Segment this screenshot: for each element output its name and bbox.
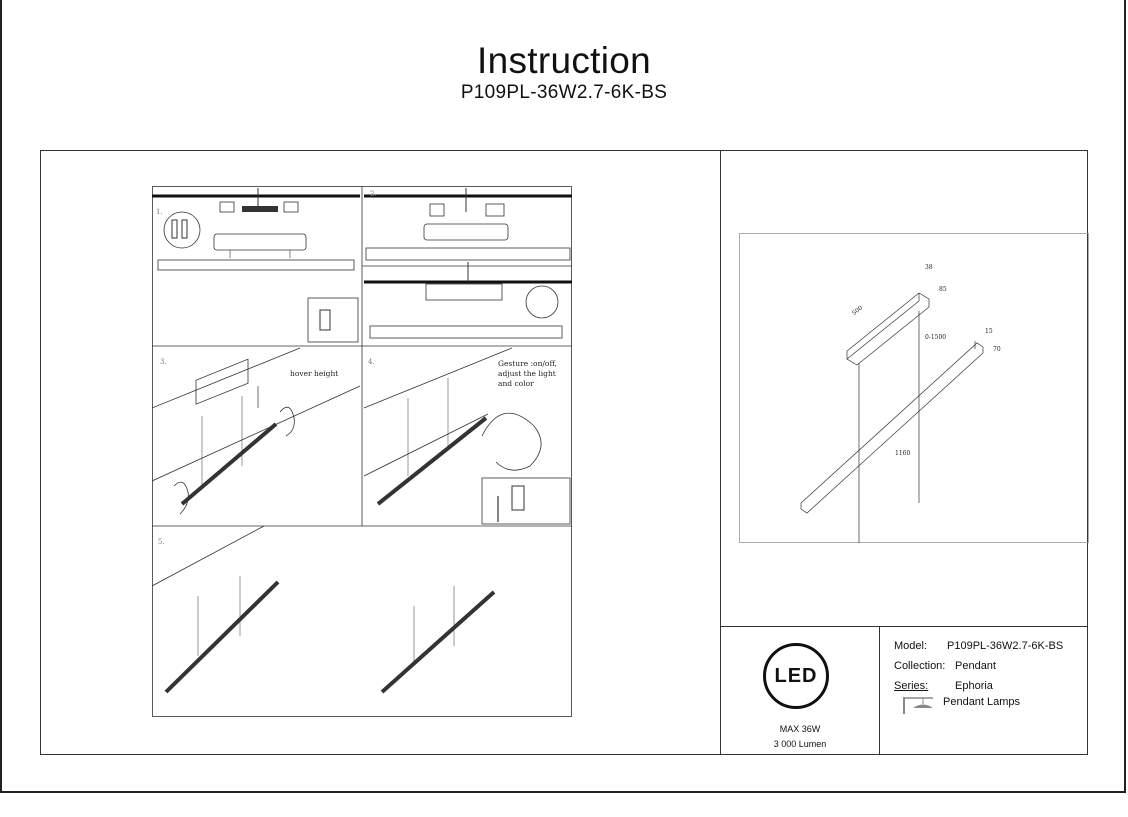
step-2-illustration: 2.: [364, 188, 572, 339]
page-title: Instruction: [477, 40, 651, 81]
dim-canopy-height: 85: [939, 286, 947, 293]
step-1-number: 1.: [156, 208, 163, 216]
page-frame: [0, 0, 1126, 793]
led-block: LED MAX 36W 3 000 Lumen: [721, 627, 879, 755]
max-power: MAX 36W: [779, 724, 821, 734]
dim-depth: 38: [925, 264, 933, 271]
column-divider: [720, 150, 721, 755]
dim-bar-depth: 15: [985, 328, 993, 335]
gesture-label-line2: adjust the light: [498, 369, 556, 378]
pendant-lamp-icon: [903, 697, 933, 714]
main-frame: [40, 150, 1088, 755]
hover-height-label: hover height: [290, 369, 338, 378]
dim-bar-height: 70: [993, 346, 1001, 353]
series-row: Series: Ephoria: [894, 680, 1084, 700]
step-3-number: 3.: [160, 358, 167, 366]
lamp-type: Pendant Lamps: [943, 696, 1021, 708]
model-label: Model:: [894, 640, 928, 652]
collection-row: Collection: Pendant: [894, 660, 1084, 680]
step-5-number: 5.: [158, 538, 165, 546]
lumen-output: 3 000 Lumen: [773, 739, 827, 749]
step-3-illustration: 3. hover height: [152, 347, 361, 515]
led-logo: LED: [763, 643, 829, 709]
dim-cable-length: 0-1500: [925, 334, 946, 341]
dim-bar-length: 1160: [895, 450, 910, 457]
dim-canopy-length: 500: [851, 304, 864, 317]
info-column-divider: [879, 626, 880, 755]
collection-value: Pendant: [955, 660, 996, 672]
step-4-illustration: 4. Gesture :on/off, adjust the light and…: [363, 347, 571, 525]
step-2-number: 2.: [370, 190, 377, 198]
product-info: Model: P109PL-36W2.7-6K-BS Collection: P…: [894, 640, 1084, 714]
step-5-illustration: 5.: [152, 525, 496, 694]
info-divider: [720, 626, 1088, 627]
gesture-label-line3: and color: [498, 379, 534, 388]
model-value: P109PL-36W2.7-6K-BS: [947, 640, 1064, 652]
series-label: Series:: [894, 680, 929, 692]
model-subtitle: P109PL-36W2.7-6K-BS: [460, 82, 668, 103]
series-value: Ephoria: [955, 680, 993, 692]
dimension-drawing: 38 500 85 0-1500 15 70 1160: [739, 233, 1089, 543]
collection-label: Collection:: [894, 660, 946, 672]
gesture-label-line1: Gesture :on/off,: [498, 359, 557, 368]
model-row: Model: P109PL-36W2.7-6K-BS: [894, 640, 1084, 660]
step-4-number: 4.: [368, 358, 375, 366]
step-1-illustration: 1.: [152, 188, 360, 343]
installation-steps: 1. 2. 3. hover height 4.: [152, 186, 572, 717]
